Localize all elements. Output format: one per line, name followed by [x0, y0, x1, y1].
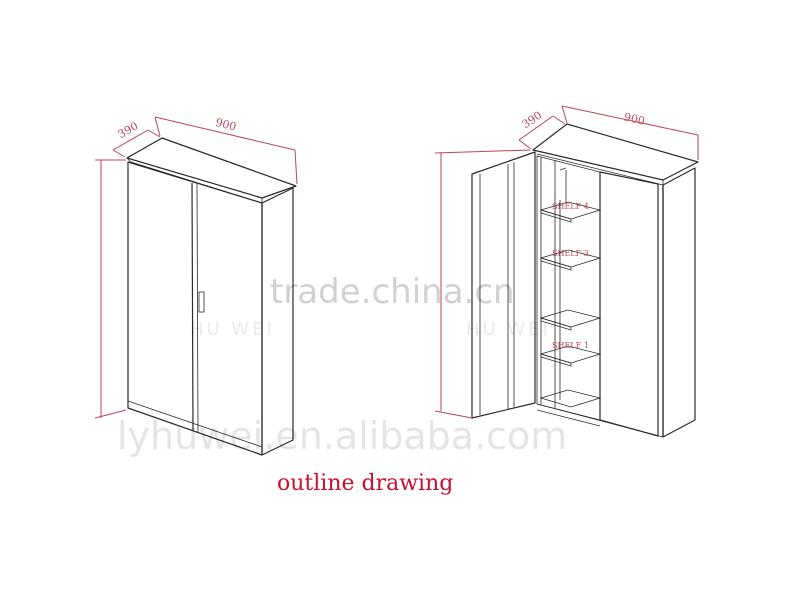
closed-cabinet-top: [126, 137, 297, 199]
watermark-alibaba: lyhuwei.en.alibaba.com: [117, 414, 567, 458]
open-cabinet-top: [532, 123, 699, 181]
closed-depth-label: 390: [116, 119, 141, 141]
closed-depth-dim-line: [112, 129, 149, 151]
closed-cabinet-door-split: [191, 182, 194, 431]
closed-cabinet-handle: [198, 291, 205, 313]
watermark-trade-china: trade.china.cn: [270, 272, 515, 312]
open-width-dim-line: [561, 105, 699, 136]
closed-cabinet-front: [127, 161, 263, 456]
drawing-caption: outline drawing: [277, 471, 453, 496]
closed-width-label: 900: [214, 116, 238, 134]
open-width-label: 900: [623, 110, 646, 127]
shelf-1-label: SHELF 1: [552, 341, 589, 350]
open-cabinet-interior: [536, 155, 601, 421]
open-cabinet-left-door: [471, 151, 536, 419]
closed-cabinet-dimensions: 390 900: [94, 116, 298, 419]
closed-cabinet: [126, 137, 297, 456]
closed-cabinet-side: [261, 187, 294, 456]
watermark-brand-right: HU WEI: [466, 319, 551, 340]
shelf-4-label: SHELF 4: [552, 202, 589, 211]
open-cabinet-shelves: [539, 167, 602, 408]
open-cabinet: [471, 123, 699, 438]
watermark-brand-left: HU WEI: [190, 319, 275, 340]
open-depth-label: 390: [520, 109, 545, 132]
open-depth-dim-line: [518, 115, 554, 141]
closed-width-dim-line: [154, 116, 296, 151]
shelf-3-label: SHELF 3: [552, 249, 589, 258]
closed-cabinet-plinth: [127, 400, 263, 448]
open-cabinet-side: [662, 167, 696, 438]
open-cabinet-base: [536, 403, 664, 438]
open-cabinet-right-door: [599, 171, 659, 437]
cabinet-floor: [539, 389, 602, 408]
